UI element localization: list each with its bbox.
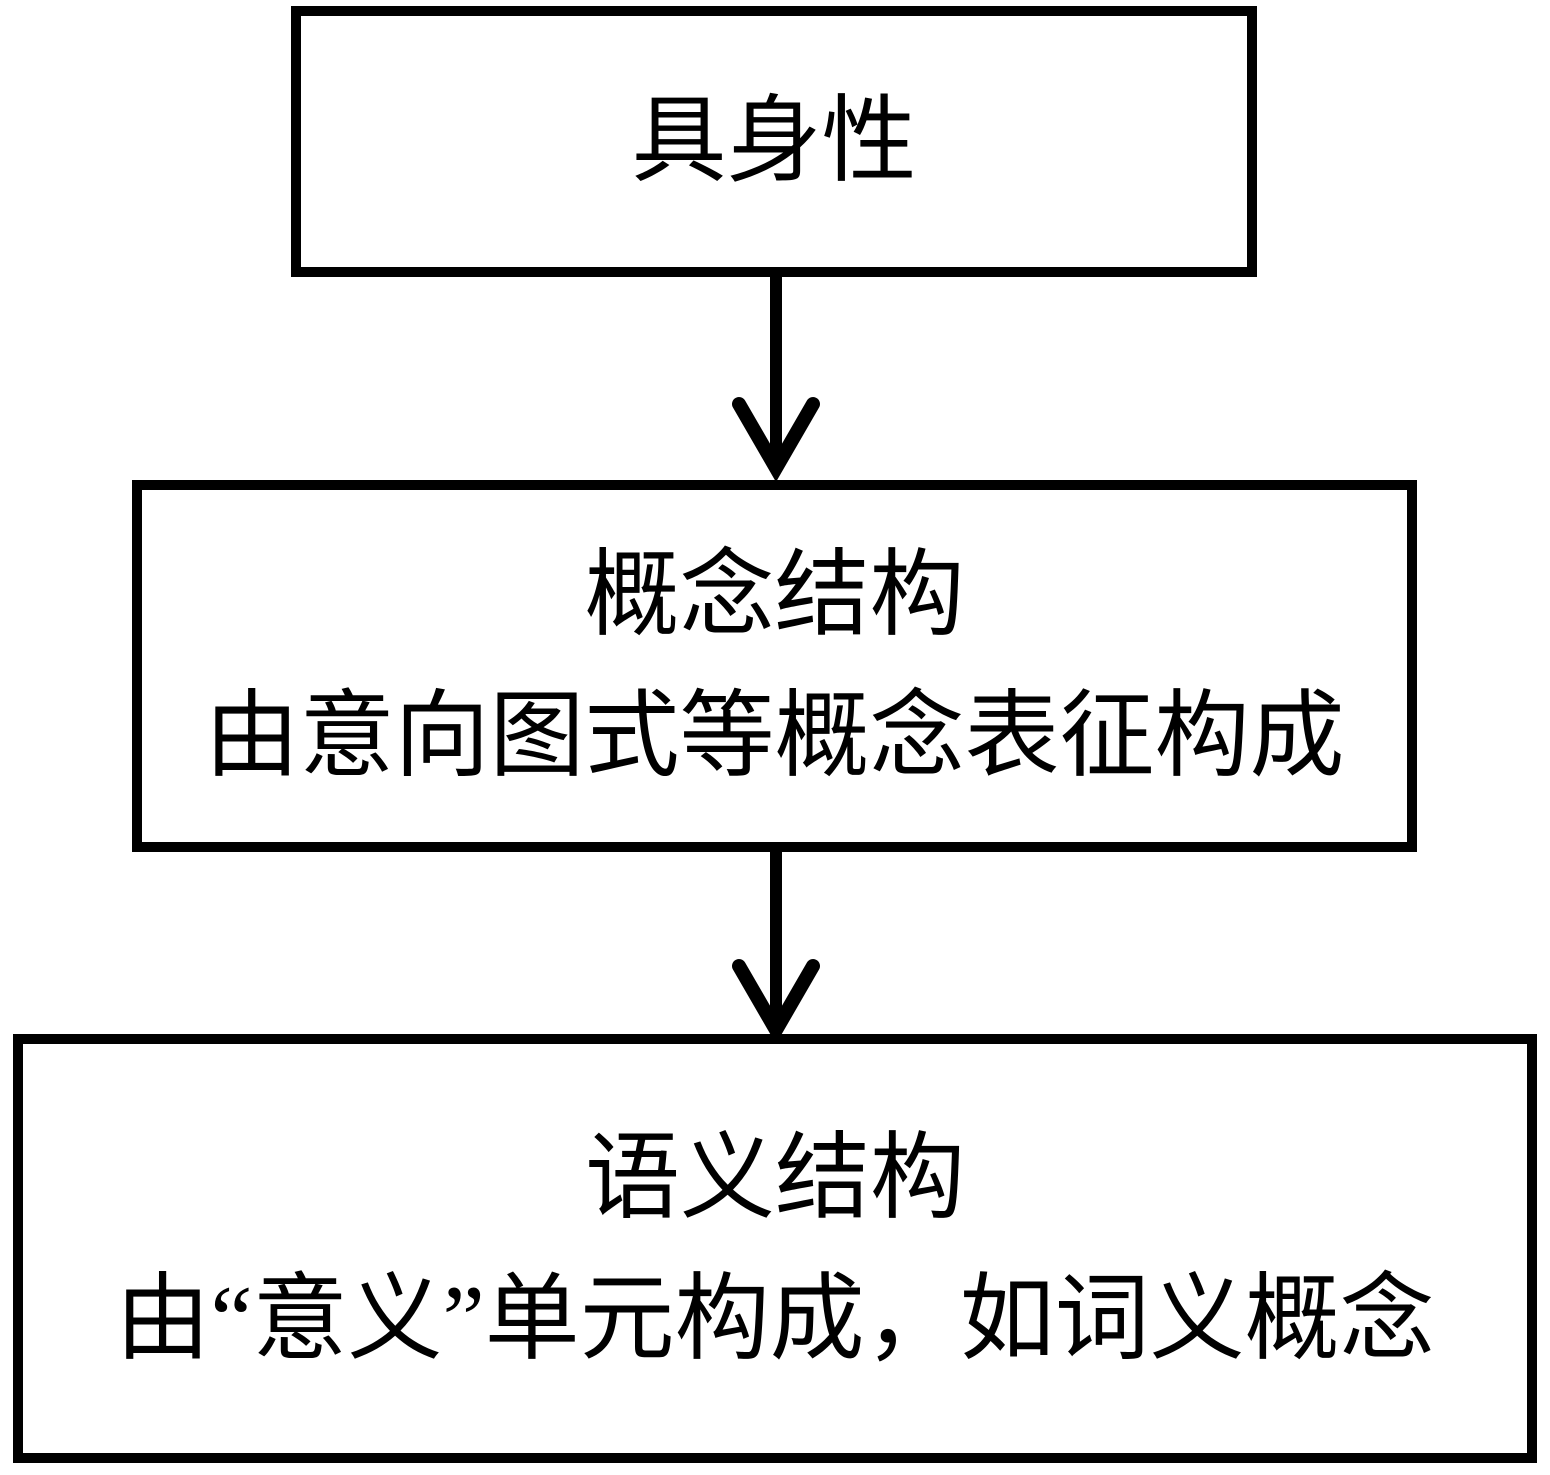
box-embodiment: 具身性 <box>291 6 1257 277</box>
box-conceptual-structure-description: 由意向图式等概念表征构成 <box>204 683 1345 789</box>
box-semantic-structure-title: 语义结构 <box>584 1124 965 1231</box>
box-conceptual-structure: 概念结构 由意向图式等概念表征构成 <box>132 480 1417 852</box>
box-embodiment-label: 具身性 <box>631 88 917 195</box>
box-semantic-structure-description: 由“意义”单元构成，如词义概念 <box>115 1265 1435 1372</box>
box-conceptual-structure-title: 概念结构 <box>584 542 965 649</box>
arrow-down-icon <box>732 846 820 1044</box>
arrow-down-icon <box>732 272 820 482</box>
box-semantic-structure: 语义结构 由“意义”单元构成，如词义概念 <box>13 1034 1537 1463</box>
